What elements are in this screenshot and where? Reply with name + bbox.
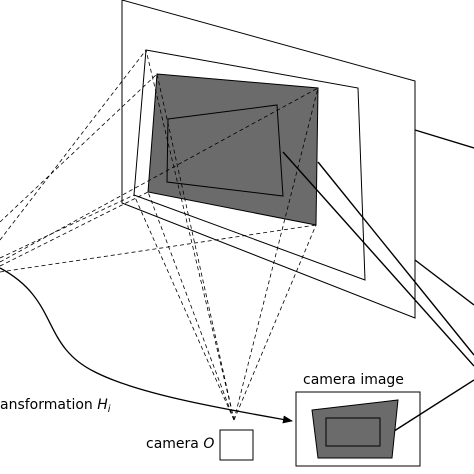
camera-image-projected-region xyxy=(311,399,399,459)
transformation-arrow xyxy=(0,267,293,424)
correspondence-lines xyxy=(282,129,474,441)
camera-symbol: O xyxy=(203,436,214,452)
camera-image-label: camera image xyxy=(303,372,404,388)
transformation-label: ansformation Hi xyxy=(0,397,111,415)
projected-region xyxy=(147,73,319,226)
camera-projection-rays xyxy=(133,49,319,421)
outer-plane xyxy=(121,0,416,319)
camera-image-inner-rectangle xyxy=(325,417,381,447)
camera-text: camera xyxy=(146,436,203,452)
middle-plane xyxy=(133,49,366,281)
projector-projection-rays xyxy=(0,49,319,273)
camera-label: camera O xyxy=(146,436,214,452)
camera-box xyxy=(219,429,254,461)
inner-rectangle xyxy=(166,104,284,197)
transformation-text: ansformation xyxy=(0,397,97,413)
transformation-subscript: i xyxy=(108,404,111,415)
camera-image-frame xyxy=(295,391,421,467)
transformation-symbol: H xyxy=(97,397,108,413)
